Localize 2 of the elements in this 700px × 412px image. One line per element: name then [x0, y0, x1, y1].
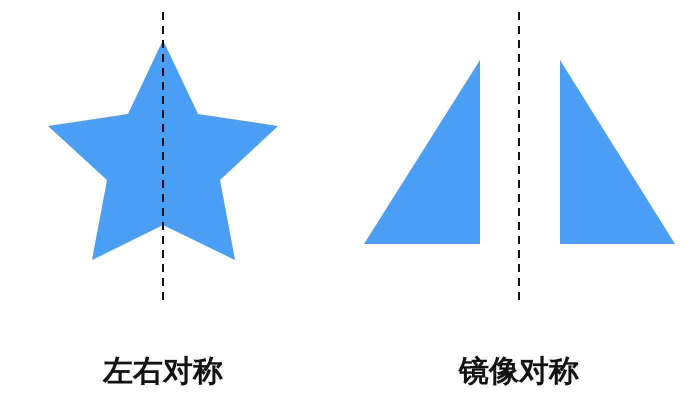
caption: 镜像对称 — [457, 353, 580, 391]
caption: 左右对称 — [102, 353, 224, 391]
